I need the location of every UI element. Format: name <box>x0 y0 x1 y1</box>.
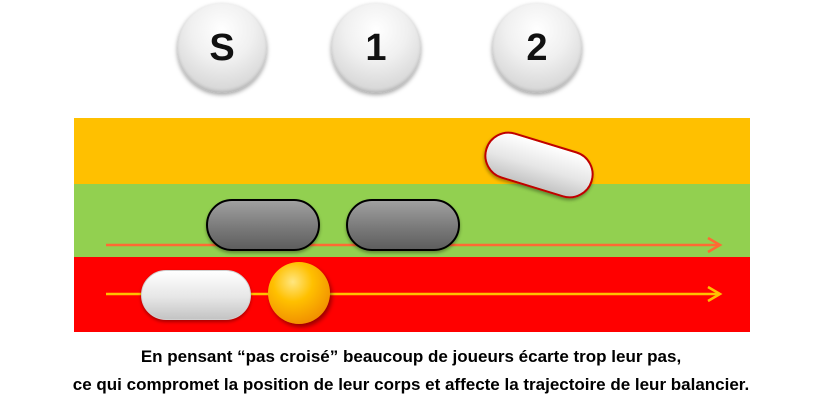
caption-line-2: ce qui compromet la position de leur cor… <box>72 375 750 394</box>
caption-line-1: En pensant “pas croisé” beaucoup de joue… <box>140 347 682 366</box>
step-2-label: 2 <box>526 26 548 69</box>
bowling-ball <box>268 262 330 324</box>
lane-orange <box>74 118 750 184</box>
step-1-label: 1 <box>365 26 387 69</box>
footstep-gray-2 <box>346 199 460 251</box>
step-s-circle: S <box>177 3 267 93</box>
footstep-gray-1 <box>206 199 320 251</box>
footstep-white-start <box>141 270 251 320</box>
step-s-label: S <box>209 26 235 69</box>
step-2-circle: 2 <box>492 3 582 93</box>
step-1-circle: 1 <box>331 3 421 93</box>
